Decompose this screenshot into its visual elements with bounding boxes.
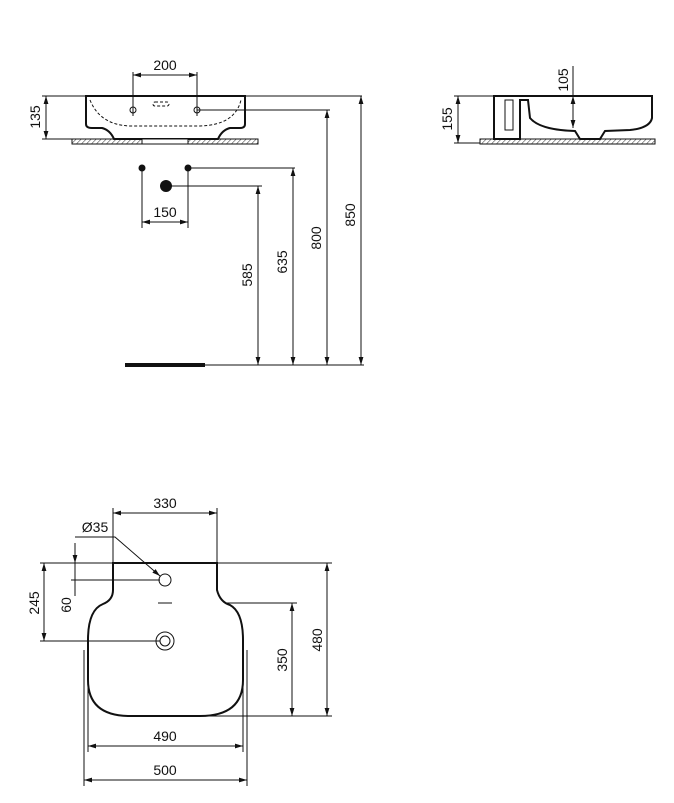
dim-150: 150 bbox=[153, 204, 177, 220]
dim-635: 635 bbox=[274, 250, 290, 274]
dim-480: 480 bbox=[309, 628, 325, 652]
dim-490: 490 bbox=[153, 728, 177, 744]
dim-350: 350 bbox=[274, 648, 290, 672]
drain-inner bbox=[159, 635, 171, 647]
dim-500: 500 bbox=[153, 762, 177, 778]
dim-330: 330 bbox=[153, 495, 177, 511]
basin-side-outline bbox=[493, 95, 653, 140]
tap-hole bbox=[158, 573, 172, 587]
dim-105: 105 bbox=[555, 68, 571, 92]
dim-200: 200 bbox=[153, 57, 177, 73]
front-view: 200 135 150 585 635 800 850 bbox=[27, 57, 364, 367]
dim-800: 800 bbox=[308, 226, 324, 250]
dim-tap-hole-diameter: Ø35 bbox=[82, 519, 109, 535]
dim-245: 245 bbox=[26, 591, 42, 615]
dim-155: 155 bbox=[439, 107, 455, 131]
tap-hole-marks bbox=[129, 106, 201, 114]
dim-60: 60 bbox=[58, 597, 74, 613]
dim-585: 585 bbox=[239, 263, 255, 287]
plan-view: 330 Ø35 245 60 350 480 490 500 bbox=[26, 495, 332, 786]
dim-850: 850 bbox=[342, 203, 358, 227]
dim-135: 135 bbox=[27, 105, 43, 129]
side-countertop bbox=[479, 138, 656, 145]
side-view: 155 105 bbox=[439, 66, 656, 145]
